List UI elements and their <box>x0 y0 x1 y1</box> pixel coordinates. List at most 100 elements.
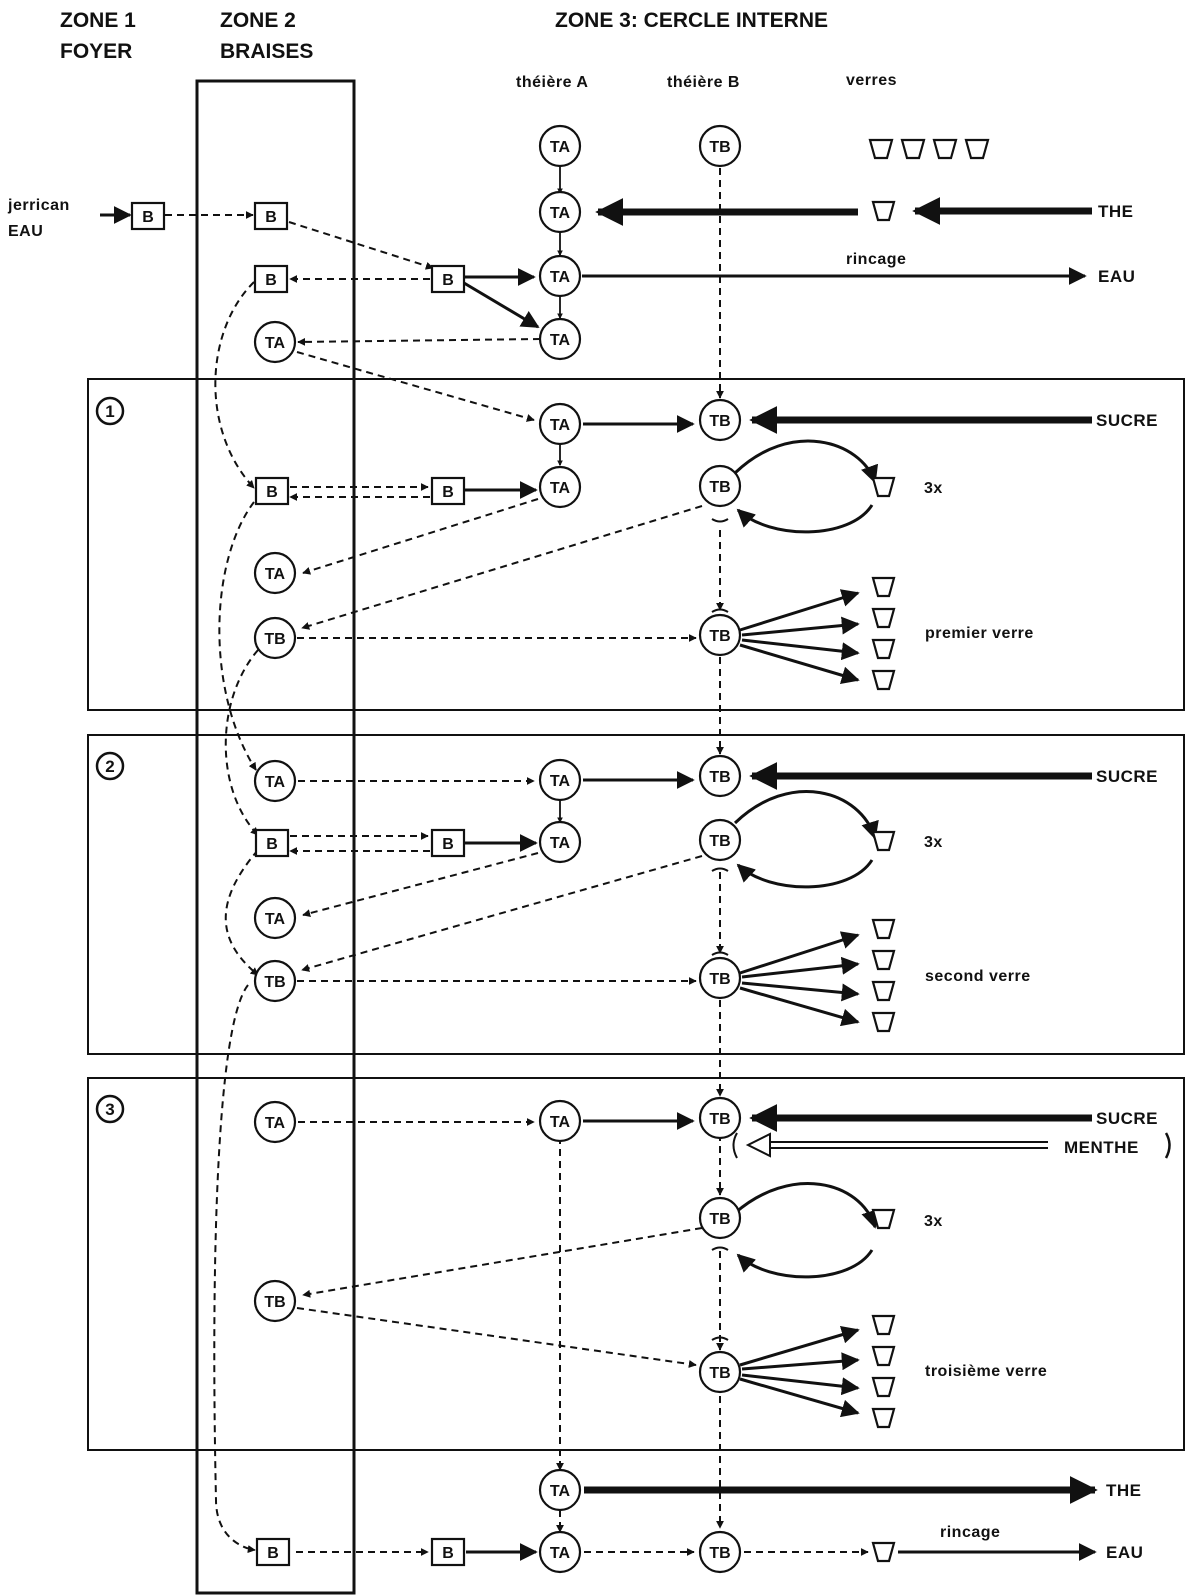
ta-back-step2-arrow <box>303 853 538 915</box>
ta-node-label: TA <box>550 205 571 222</box>
ta-node-label: TA <box>550 1483 571 1500</box>
zone2-title: ZONE 2 <box>220 9 296 32</box>
nodes: B B B B B B B B B B TA TA TA TA TA TA TA… <box>132 126 740 1572</box>
tb-node: TB <box>255 618 295 658</box>
ta-node-label: TA <box>265 1115 286 1132</box>
tb-node: TB <box>255 1281 295 1321</box>
b-node: B <box>432 266 464 292</box>
glass-icon <box>873 1210 894 1228</box>
b-curve-to-final <box>214 985 255 1550</box>
glass-to-tb-step3-loop <box>738 1250 872 1277</box>
b-node: B <box>256 478 288 504</box>
tb-back-step3-arrow <box>303 1228 702 1295</box>
glass-icon <box>873 1347 894 1365</box>
ta-node: TA <box>255 761 295 801</box>
tb-node-label: TB <box>264 974 285 991</box>
tb-node-label: TB <box>264 1294 285 1311</box>
ta-back-step1-arrow <box>303 499 538 573</box>
tb-node: TB <box>700 820 740 860</box>
tb-node-label: TB <box>709 769 730 786</box>
ta-node-label: TA <box>550 139 571 156</box>
b-curve-to-step1 <box>215 282 254 488</box>
step-3-number: 3 <box>105 1100 114 1119</box>
repeat-label-step3: 3x <box>924 1213 943 1230</box>
tb-back-step2-arrow <box>302 856 702 970</box>
tb-to-glass-step1-loop <box>735 441 875 482</box>
ta-node: TA <box>255 553 295 593</box>
zone2-subtitle: BRAISES <box>220 40 313 63</box>
b-node: B <box>432 830 464 856</box>
glass-icon <box>873 920 894 938</box>
tb-node-label: TB <box>709 628 730 645</box>
ta-node: TA <box>540 467 580 507</box>
step-1-number: 1 <box>105 402 114 421</box>
tb-node-label: TB <box>264 631 285 648</box>
ta-node: TA <box>540 1470 580 1510</box>
column-theiere-b: théière B <box>667 74 740 91</box>
ta-node-label: TA <box>550 773 571 790</box>
labels: jerrican EAU THE rincage EAU SUCRE 3x pr… <box>7 197 1170 1562</box>
tb-back-step1-arrow <box>302 506 702 628</box>
tb-node: TB <box>255 961 295 1001</box>
glass-icon <box>966 140 988 158</box>
glass-icon <box>873 609 894 627</box>
step-1-frame <box>88 379 1184 710</box>
b-node-label: B <box>442 484 454 501</box>
b-node: B <box>255 203 287 229</box>
ta-node: TA <box>540 1532 580 1572</box>
b-node-label: B <box>265 272 277 289</box>
ta-node: TA <box>540 404 580 444</box>
tb-node: TB <box>700 1352 740 1392</box>
b-node-label: B <box>266 484 278 501</box>
rincage-label-top: rincage <box>846 251 906 268</box>
tb-node-label: TB <box>709 413 730 430</box>
b-curve-to-step2-ta <box>219 502 256 770</box>
menthe-close-paren <box>1166 1133 1170 1158</box>
b-node-label: B <box>267 1545 279 1562</box>
b-node-label: B <box>442 1545 454 1562</box>
tb-node-label: TB <box>709 1365 730 1382</box>
ta-node-label: TA <box>550 1114 571 1131</box>
tb-step2-hold-mark-2 <box>712 953 728 956</box>
b-to-ta-pour-arrow-2 <box>464 283 538 327</box>
b-node: B <box>255 266 287 292</box>
column-theiere-a: théière A <box>516 74 588 91</box>
b-node-label: B <box>142 209 154 226</box>
tb-step1-hold-mark-2 <box>712 610 728 613</box>
repeat-label-step2: 3x <box>924 834 943 851</box>
ta-node: TA <box>255 322 295 362</box>
tb-node: TB <box>700 400 740 440</box>
ta-node: TA <box>540 126 580 166</box>
the-label-top: THE <box>1098 202 1134 221</box>
tb-node: TB <box>700 958 740 998</box>
glass-icon <box>873 982 894 1000</box>
step-frames <box>88 379 1184 1450</box>
ta-node: TA <box>255 898 295 938</box>
sucre-label-step3: SUCRE <box>1096 1109 1158 1128</box>
tb-node: TB <box>700 756 740 796</box>
ta-node-label: TA <box>550 332 571 349</box>
glass-icon <box>870 140 892 158</box>
sucre-label-step1: SUCRE <box>1096 411 1158 430</box>
tb-step3-hold-mark <box>712 1248 728 1251</box>
ta-node-label: TA <box>265 774 286 791</box>
zone1-subtitle: FOYER <box>60 40 132 63</box>
ta-node: TA <box>540 1101 580 1141</box>
ta-node: TA <box>255 1102 295 1142</box>
tb-to-glass-step2-loop <box>735 792 875 838</box>
glass-icon <box>873 1543 894 1561</box>
glass-icon <box>873 578 894 596</box>
tb-to-serve-step3-arrow <box>297 1308 696 1365</box>
eau-label-bottom: EAU <box>1106 1543 1143 1562</box>
b-node: B <box>432 1539 464 1565</box>
serve-glass-3-1 <box>740 1330 858 1365</box>
ta-braises-to-step1-arrow <box>297 352 534 420</box>
eau-source-label: EAU <box>8 223 43 240</box>
glass-icon <box>873 640 894 658</box>
glass-icon <box>873 478 894 496</box>
serve-glass-1-2 <box>742 624 858 635</box>
rincage-label-bottom: rincage <box>940 1524 1000 1541</box>
b-node: B <box>432 478 464 504</box>
b-node-label: B <box>442 836 454 853</box>
glass-icon <box>934 140 956 158</box>
